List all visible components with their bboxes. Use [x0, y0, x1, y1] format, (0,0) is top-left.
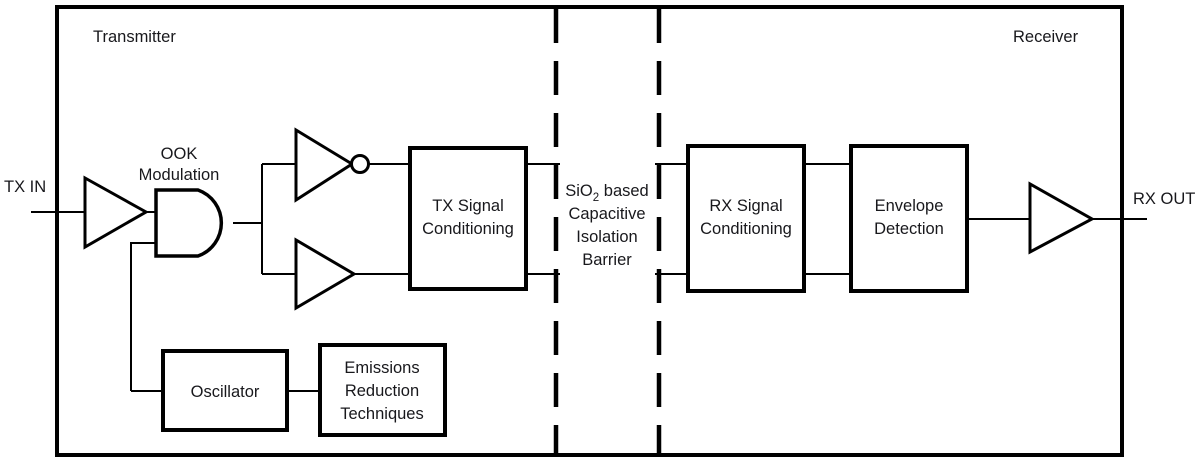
oscillator-label: Oscillator	[191, 383, 260, 401]
rx-signal-conditioning-block	[686, 144, 806, 293]
barrier-sio-text: SiO	[565, 182, 593, 200]
ook-modulation-label-line2: Modulation	[139, 166, 220, 184]
driver-buffer-gate	[294, 237, 357, 311]
and-gate	[154, 188, 224, 258]
receiver-section-label: Receiver	[1013, 28, 1079, 46]
isolation-barrier-label-line2: Capacitive	[568, 205, 645, 223]
tx-in-port-label: TX IN	[4, 178, 46, 196]
emissions-reduction-label-line1: Emissions	[344, 359, 419, 377]
emissions-reduction-label-line2: Reduction	[345, 382, 419, 400]
tx-signal-conditioning-block	[408, 146, 528, 291]
isolation-barrier-label-line3: Isolation	[576, 228, 637, 246]
tx-signal-conditioning-label-line2: Conditioning	[422, 220, 514, 238]
oscillator-block	[161, 349, 289, 432]
inverter-gate	[294, 127, 355, 203]
envelope-detection-block	[849, 144, 969, 293]
emissions-reduction-block	[318, 343, 447, 437]
envelope-detection-label-line1: Envelope	[875, 197, 944, 215]
rx-out-port-label: RX OUT	[1133, 190, 1195, 208]
transmitter-section-label: Transmitter	[93, 28, 176, 46]
input-buffer-gate	[83, 175, 150, 250]
rx-signal-conditioning-label-line2: Conditioning	[700, 220, 792, 238]
rx-signal-conditioning-label-line1: RX Signal	[709, 197, 782, 215]
barrier-based-text: based	[599, 182, 649, 200]
envelope-detection-label-line2: Detection	[874, 220, 944, 238]
isolation-barrier-label-line1: SiO2 based	[565, 182, 648, 204]
output-buffer-gate	[1028, 181, 1096, 255]
inverter-bubble-icon	[350, 154, 370, 174]
emissions-reduction-label-line3: Techniques	[340, 405, 423, 423]
tx-signal-conditioning-label-line1: TX Signal	[432, 197, 504, 215]
ook-modulation-label-line1: OOK	[161, 145, 198, 163]
isolation-barrier-label-line4: Barrier	[582, 251, 632, 269]
outer-enclosure-box	[55, 5, 1124, 457]
barrier-sio-subscript: 2	[593, 192, 599, 204]
